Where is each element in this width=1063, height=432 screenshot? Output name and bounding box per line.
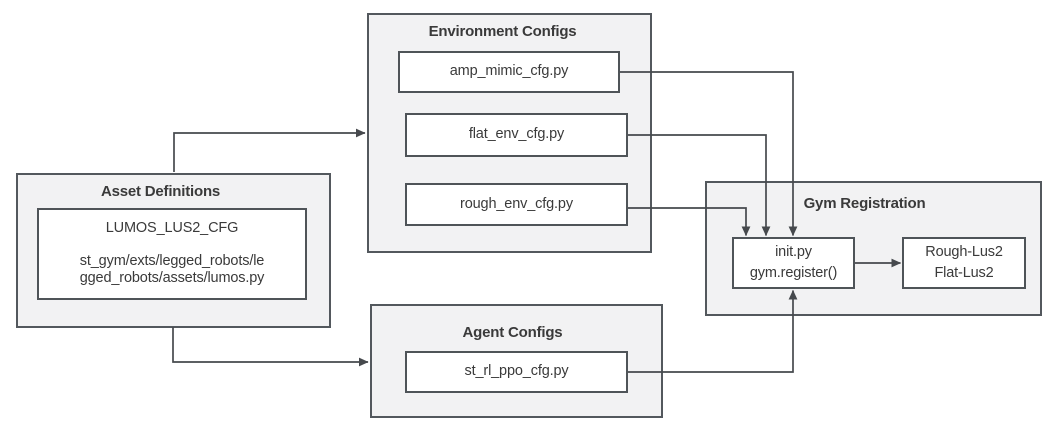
flat-lus2-label: Flat-Lus2 [934,265,994,281]
node-init-gym-register: init.py gym.register() [732,237,855,289]
lumos-cfg-path: st_gym/exts/legged_robots/le gged_robots… [80,253,265,287]
agent-configs-title: Agent Configs [462,324,563,341]
lumos-cfg-path-line1: st_gym/exts/legged_robots/le [79,253,265,269]
node-st-rl-ppo-cfg: st_rl_ppo_cfg.py [405,351,628,393]
agent-configs-panel: Agent Configs st_rl_ppo_cfg.py [370,304,663,418]
rough-env-cfg-label: rough_env_cfg.py [460,195,573,212]
st-rl-ppo-cfg-label: st_rl_ppo_cfg.py [464,363,569,380]
arrow-asset-to-agent-configs [172,327,369,367]
gym-registration-title: Gym Registration [803,195,926,212]
asset-definitions-panel: Asset Definitions LUMOS_LUS2_CFG st_gym/… [16,173,331,328]
gym-register-label: gym.register() [749,265,838,281]
environment-configs-panel: Environment Configs amp_mimic_cfg.py fla… [367,13,652,253]
asset-definitions-title: Asset Definitions [100,183,221,200]
node-amp-mimic-cfg: amp_mimic_cfg.py [398,51,620,93]
node-flat-env-cfg: flat_env_cfg.py [405,113,628,157]
gym-registration-panel: Gym Registration init.py gym.register() … [705,181,1042,316]
rough-lus2-label: Rough-Lus2 [925,243,1003,260]
lumos-cfg-path-line2: gged_robots/assets/lumos.py [79,270,265,286]
init-py-label: init.py [775,243,812,260]
node-rough-env-cfg: rough_env_cfg.py [405,183,628,226]
environment-configs-title: Environment Configs [428,23,577,40]
arrow-asset-to-environment-configs [173,128,366,172]
node-lumos-cfg: LUMOS_LUS2_CFG st_gym/exts/legged_robots… [37,208,307,300]
amp-mimic-cfg-label: amp_mimic_cfg.py [449,63,569,80]
lumos-cfg-name: LUMOS_LUS2_CFG [105,220,239,236]
flat-env-cfg-label: flat_env_cfg.py [468,126,565,143]
node-registered-tasks: Rough-Lus2 Flat-Lus2 [902,237,1026,289]
